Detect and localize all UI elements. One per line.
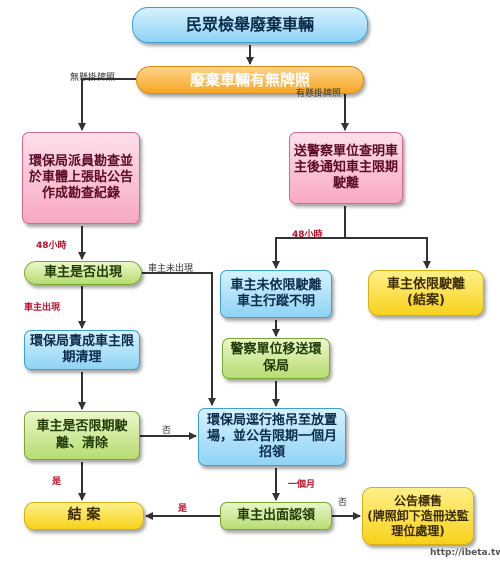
node-plate-check: 廢棄車輛有無牌照: [136, 66, 364, 94]
arrow-plate-to-epa-inspect: [78, 78, 136, 131]
node-epa-inspect: 環保局派員勘查並於車體上張貼公告作成勘查紀錄: [22, 132, 140, 224]
node-plate-check-text: 廢棄車輛有無牌照: [189, 70, 310, 89]
node-epa-inspect-text: 環保局派員勘查並於車體上張貼公告作成勘查紀錄: [28, 153, 133, 202]
node-tow: 環保局逕行拖吊至放置場，並公告限期一個月招領: [198, 408, 346, 466]
node-close: 結 案: [24, 502, 144, 530]
node-epa-order-text: 環保局責成車主限期清理: [29, 333, 134, 365]
node-police-transfer-text: 警察單位移送環保局: [230, 342, 322, 374]
label-no-plate: 無懸掛牌照: [70, 73, 116, 83]
label-no-mid: 否: [162, 426, 172, 436]
node-police-notify: 送警察單位查明車主後通知車主限期駛離: [289, 132, 403, 204]
node-owner-not-left-text: 車主未依限駛離 車主行蹤不明: [230, 277, 322, 309]
node-owner-not-left: 車主未依限駛離 車主行蹤不明: [220, 270, 332, 318]
node-title: 民眾檢舉廢棄車輛: [132, 7, 368, 43]
arrow-police-to-split: [272, 206, 346, 269]
node-owner-deadline: 車主是否限期駛離、清除: [24, 411, 140, 460]
label-yes-left: 是: [52, 477, 62, 487]
arrow-appear-absent-to-tow: [142, 272, 216, 406]
node-owner-deadline-text: 車主是否限期駛離、清除: [36, 419, 128, 451]
label-one-month: 一個月: [288, 480, 316, 490]
arrow-police-to-owner-left: [345, 237, 431, 269]
label-48h-left: 48小時: [36, 241, 67, 251]
node-auction-text: 公告標售 (牌照卸下造冊送監理位處理): [367, 493, 469, 538]
node-tow-text: 環保局逕行拖吊至放置場，並公告限期一個月招領: [206, 412, 337, 461]
node-close-text: 結 案: [67, 507, 101, 524]
label-has-plate-visible: 有懸掛牌照: [296, 89, 342, 99]
label-no-right: 否: [338, 498, 348, 508]
node-owner-appear-text: 車主是否出現: [43, 264, 122, 280]
node-police-transfer: 警察單位移送環保局: [222, 338, 330, 379]
label-owner-present: 車主出現: [24, 303, 61, 313]
label-48h-right: 48小時: [292, 230, 323, 240]
node-auction: 公告標售 (牌照卸下造冊送監理位處理): [362, 487, 474, 545]
watermark-url: http://ibeta.tw: [430, 548, 500, 558]
node-owner-claim: 車主出面認領: [220, 502, 332, 530]
node-owner-appear: 車主是否出現: [24, 261, 142, 285]
node-owner-claim-text: 車主出面認領: [236, 507, 315, 523]
node-owner-left-text: 車主依限駛離 (結案): [386, 276, 465, 308]
node-epa-order: 環保局責成車主限期清理: [24, 330, 140, 370]
label-owner-absent: 車主未出現: [148, 264, 194, 274]
label-yes-bottom: 是: [178, 504, 188, 514]
node-police-notify-text: 送警察單位查明車主後通知車主限期駛離: [294, 143, 399, 192]
node-title-text: 民眾檢舉廢棄車輛: [185, 15, 314, 34]
node-owner-left: 車主依限駛離 (結案): [368, 270, 484, 316]
